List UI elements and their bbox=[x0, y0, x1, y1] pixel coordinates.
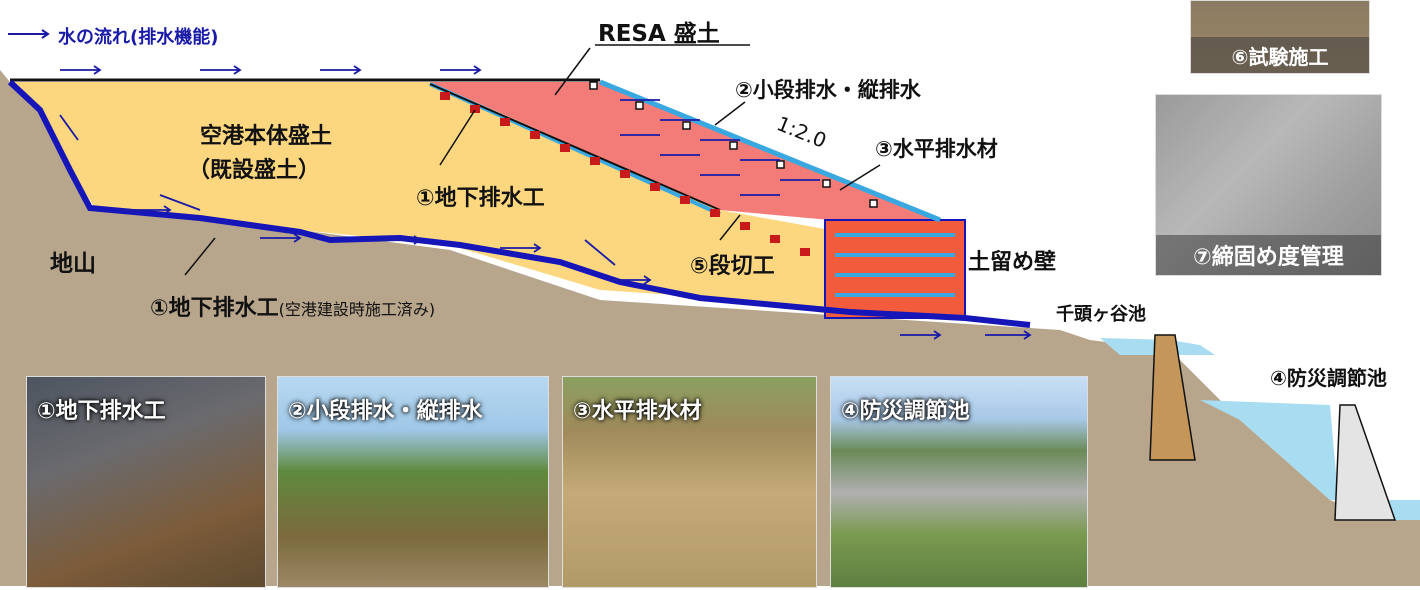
photo-caption: ⑥試験施工 bbox=[1191, 37, 1369, 73]
dam-upper bbox=[1149, 334, 1196, 461]
legend-arrow bbox=[8, 29, 50, 39]
photo-compaction-control: ⑦締固め度管理 bbox=[1155, 94, 1382, 276]
wall-drains bbox=[835, 233, 955, 297]
resa-fill-label: RESA 盛土 bbox=[598, 21, 720, 47]
photo-subsurface-drain: ①地下排水工 bbox=[26, 376, 266, 588]
photo-caption: ⑦締固め度管理 bbox=[1156, 235, 1381, 275]
retaining-wall-label: 土留め壁 bbox=[968, 250, 1057, 275]
body-fill-sub-label: （既設盛土） bbox=[188, 158, 321, 183]
photo-caption: ③水平排水材 bbox=[573, 399, 702, 424]
photo-detention-pond: ④防災調節池 bbox=[830, 376, 1088, 588]
resa-fill bbox=[430, 82, 940, 220]
photo-berm-drain: ②小段排水・縦排水 bbox=[277, 376, 549, 588]
ground-label: 地山 bbox=[50, 251, 96, 277]
step-cut-label: ⑤段切工 bbox=[690, 254, 775, 279]
berm-drain-label: ②小段排水・縦排水 bbox=[735, 78, 921, 102]
water-flow-arrows bbox=[59, 65, 1032, 340]
subsurface-drain-lower-label: ①地下排水工(空港建設時施工済み) bbox=[150, 290, 435, 322]
subsurface-drain-lower-note: (空港建設時施工済み) bbox=[278, 300, 436, 319]
dam-lower bbox=[1334, 404, 1397, 521]
slope-surface bbox=[599, 79, 941, 223]
detention-pond-label: ④防災調節池 bbox=[1270, 366, 1387, 390]
subsurface-drain-line bbox=[7, 79, 1031, 328]
photo-trial-construction: ⑥試験施工 bbox=[1190, 0, 1370, 74]
existing-fill bbox=[10, 82, 960, 318]
photo-caption: ①地下排水工 bbox=[37, 399, 166, 424]
photo-caption: ④防災調節池 bbox=[841, 399, 970, 424]
subsurface-drain-lower-text: ①地下排水工 bbox=[150, 296, 279, 321]
photo-caption: ②小段排水・縦排水 bbox=[288, 399, 483, 424]
pond-label: 千頭ヶ谷池 bbox=[1056, 304, 1146, 325]
subsurface-drain-upper-label: ①地下排水工 bbox=[416, 186, 545, 211]
pond-water-lower bbox=[1200, 400, 1420, 520]
step-cut-blocks bbox=[440, 92, 810, 256]
horizontal-drain-label: ③水平排水材 bbox=[875, 137, 998, 161]
body-fill-label: 空港本体盛土 bbox=[200, 124, 333, 149]
photo-horizontal-drain: ③水平排水材 bbox=[562, 376, 817, 588]
berm-drain-markers bbox=[589, 81, 878, 208]
legend-label: 水の流れ(排水機能) bbox=[58, 27, 219, 48]
